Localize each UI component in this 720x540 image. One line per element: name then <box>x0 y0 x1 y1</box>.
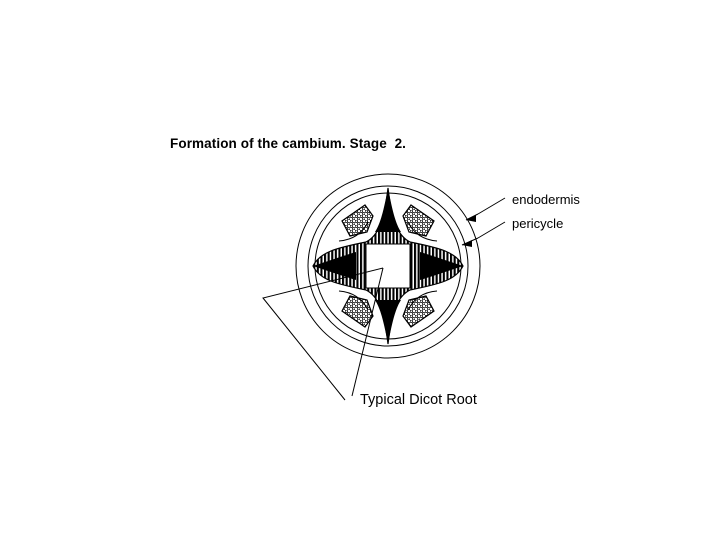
phloem-patch <box>341 204 374 237</box>
endodermis-leader <box>465 197 506 222</box>
xylem-arm-tip <box>420 252 463 280</box>
label-endodermis: endodermis <box>512 192 580 207</box>
typical-dicot-root-leader <box>262 267 384 401</box>
pericycle-scallops <box>338 221 438 311</box>
label-pericycle: pericycle <box>512 216 563 231</box>
label-typical-dicot-root: Typical Dicot Root <box>360 392 477 408</box>
xylem-arm-tip <box>375 188 401 232</box>
xylem-arm-tip <box>313 252 356 280</box>
xylem-arm-tip <box>375 300 401 344</box>
pericycle-leader <box>461 221 506 247</box>
phloem-patch <box>402 204 435 237</box>
phloem-patch <box>341 295 374 328</box>
phloem-patch <box>402 295 435 328</box>
endodermis-ring <box>307 185 469 347</box>
cambium-core <box>365 243 411 289</box>
page-title: Formation of the cambium. Stage 2. <box>170 136 407 151</box>
phloem-patch-group <box>341 204 435 328</box>
cortex-ring <box>295 173 481 359</box>
